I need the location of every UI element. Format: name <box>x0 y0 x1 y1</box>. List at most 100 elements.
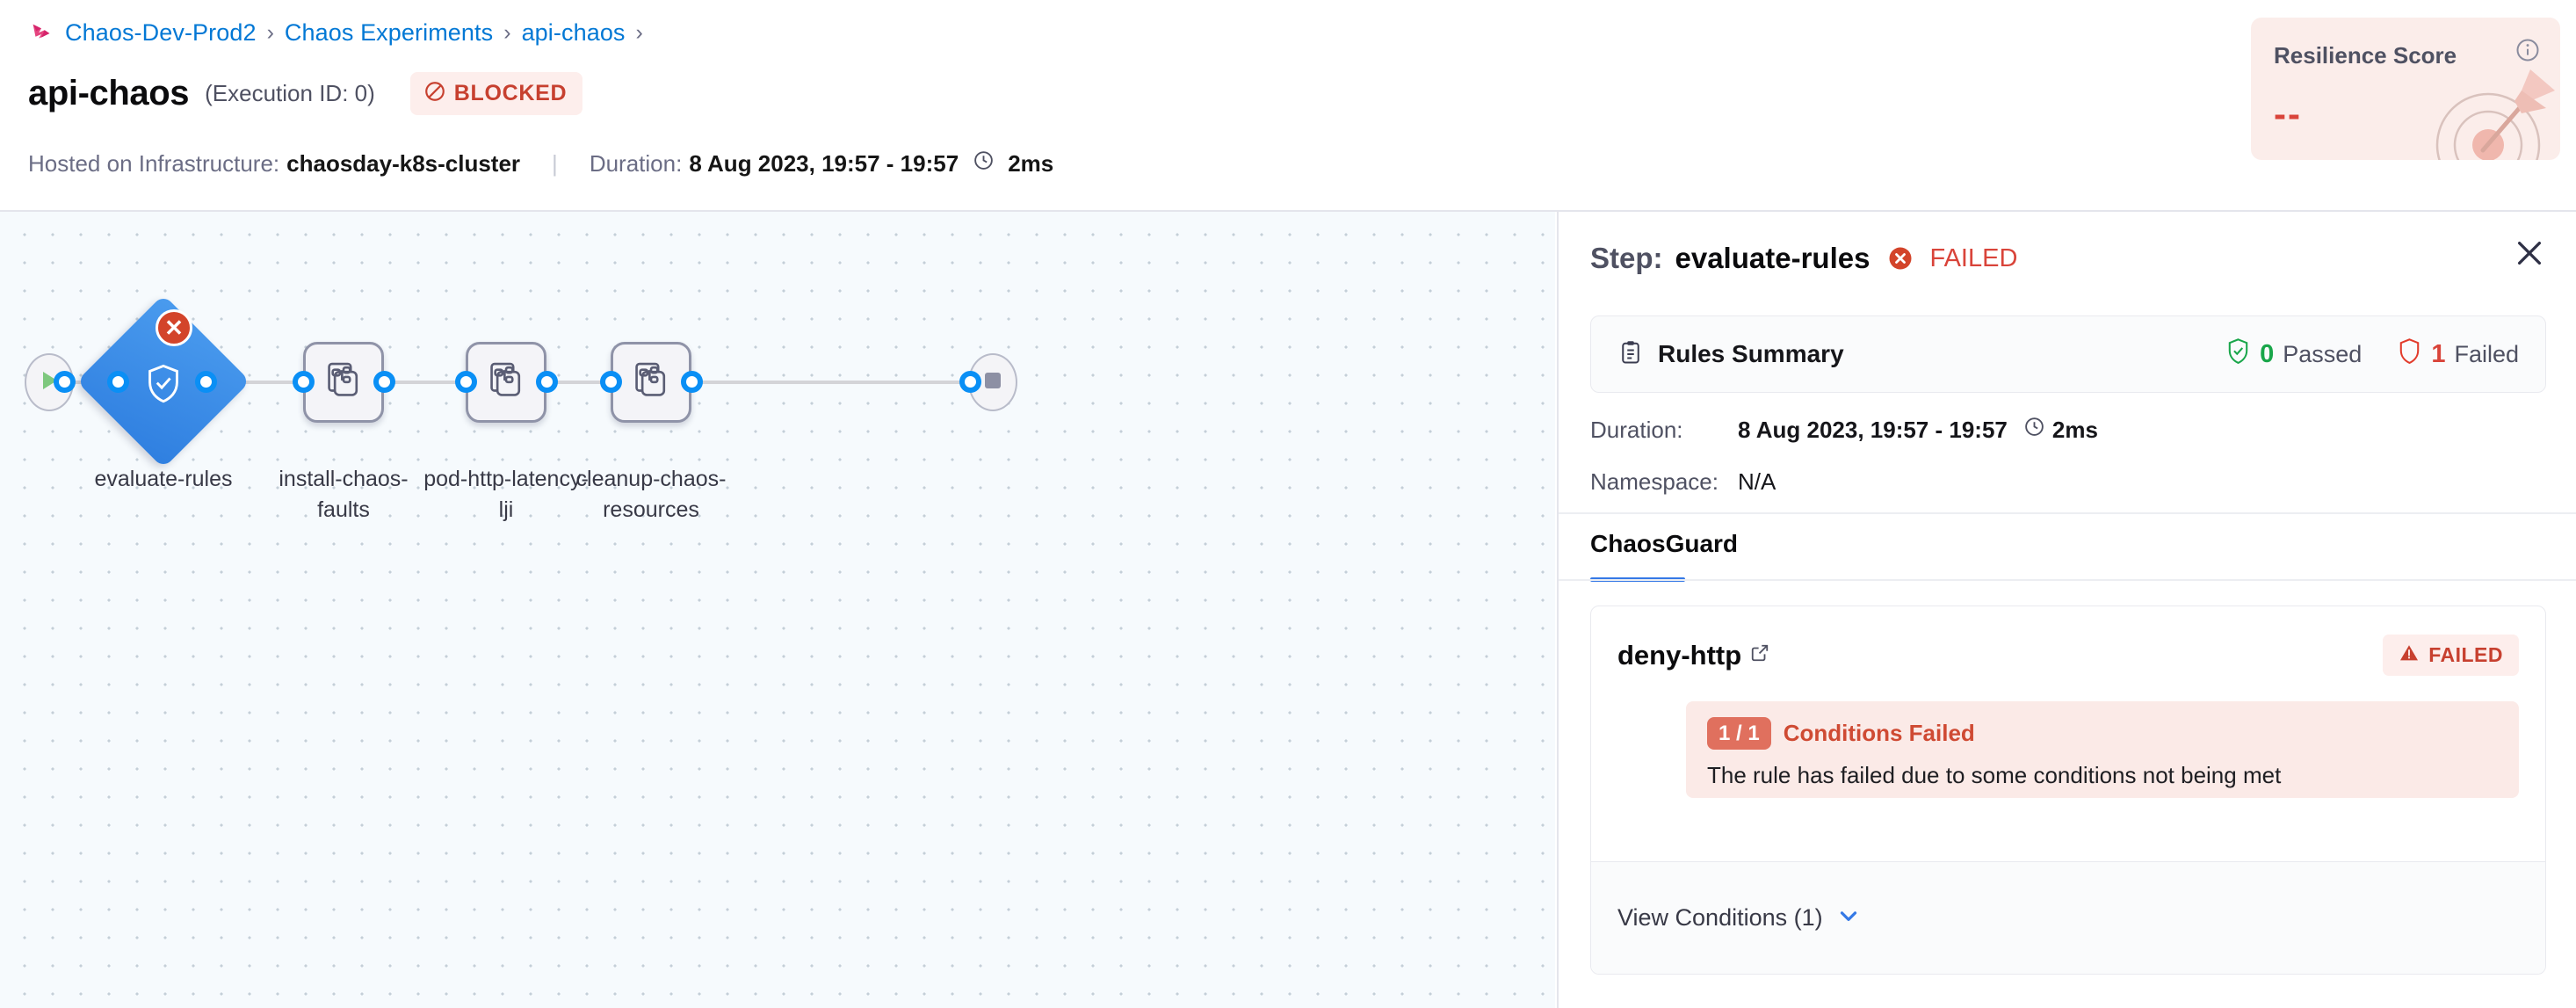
x-circle-icon <box>1887 245 1914 272</box>
panel-step-name: evaluate-rules <box>1675 242 1870 274</box>
title-row: api-chaos (Execution ID: 0) BLOCKED <box>28 72 583 115</box>
breadcrumb-item-2[interactable]: api-chaos <box>521 19 626 46</box>
resilience-score-title: Resilience Score <box>2274 42 2457 69</box>
execution-id: (Execution ID: 0) <box>205 80 375 106</box>
resilience-score-card: Resilience Score -- <box>2251 18 2560 160</box>
conditions-count-pill: 1 / 1 <box>1707 717 1771 751</box>
install-chaos-faults-input-port[interactable] <box>293 371 315 393</box>
panel-namespace-label: Namespace: <box>1590 468 1719 495</box>
edge-install-to-pod <box>334 381 536 384</box>
panel-status-label: FAILED <box>1929 243 2018 272</box>
label-line-2: lji <box>498 497 514 522</box>
breadcrumb-item-0[interactable]: Chaos-Dev-Prod2 <box>65 19 257 46</box>
conditions-failed-header: 1 / 1 Conditions Failed <box>1707 717 2498 751</box>
infra-value: chaosday-k8s-cluster <box>286 149 521 177</box>
chaos-cards-icon <box>323 360 364 405</box>
status-badge-blocked: BLOCKED <box>409 72 583 115</box>
rules-summary-label: Rules Summary <box>1658 340 1844 367</box>
rules-summary-card: Rules Summary 0 Passed <box>1590 315 2546 393</box>
panel-tabs: ChaosGuard <box>1559 512 2576 582</box>
start-node-output-port[interactable] <box>54 371 76 393</box>
header-divider <box>0 210 2576 212</box>
resilience-score-value: -- <box>2274 93 2302 134</box>
cleanup-chaos-resources-input-port[interactable] <box>600 371 622 393</box>
tabs-divider <box>1559 579 2576 581</box>
rule-header: deny-http FAILED <box>1617 635 2519 676</box>
breadcrumb-separator: › <box>266 20 274 45</box>
rule-name[interactable]: deny-http <box>1617 639 1742 671</box>
close-icon[interactable] <box>2511 235 2548 276</box>
status-badge-label: BLOCKED <box>453 81 568 105</box>
node-status-x-circle-icon: ✕ <box>156 309 192 346</box>
shield-check-icon <box>2225 337 2251 372</box>
stop-icon <box>983 371 1002 395</box>
rules-failed-stat: 1 Failed <box>2397 337 2519 372</box>
shield-outline-icon <box>2397 337 2422 372</box>
pod-http-latency-lji-input-port[interactable] <box>455 371 477 393</box>
panel-title-prefix: Step: <box>1590 242 1663 274</box>
rules-failed-count: 1 <box>2431 339 2446 368</box>
pipeline-canvas[interactable]: ✕ evaluate-rules install-chaos- faults <box>0 212 1555 1008</box>
chaos-cards-icon <box>486 360 526 405</box>
rules-failed-label: Failed <box>2454 340 2519 367</box>
no-entry-icon <box>423 80 446 107</box>
panel-duration-value: 2ms <box>2051 416 2098 443</box>
info-icon[interactable] <box>2514 37 2541 68</box>
panel-duration-range: 8 Aug 2023, 19:57 - 19:57 <box>1738 416 2008 443</box>
rule-status-badge: FAILED <box>2383 635 2519 676</box>
label-line-1: install-chaos- <box>279 467 409 491</box>
label-line-2: resources <box>603 497 699 522</box>
execution-meta: Hosted on Infrastructure: chaosday-k8s-c… <box>28 149 1053 178</box>
conditions-failed-box: 1 / 1 Conditions Failed The rule has fai… <box>1686 701 2519 798</box>
harness-logo-icon <box>28 20 54 47</box>
rule-card-divider <box>1591 861 2545 863</box>
rule-status-label: FAILED <box>2428 643 2503 666</box>
target-dart-icon <box>2390 50 2560 160</box>
cleanup-chaos-resources-output-port[interactable] <box>681 371 703 393</box>
play-icon <box>39 369 60 396</box>
rules-summary-left: Rules Summary <box>1617 339 1844 370</box>
label-line-1: pod-http-latency- <box>423 467 589 491</box>
node-label-cleanup-chaos-resources: cleanup-chaos- resources <box>537 464 765 525</box>
label-line-1: cleanup-chaos- <box>575 467 727 491</box>
edge-evaluate-to-install <box>204 381 380 384</box>
breadcrumb: Chaos-Dev-Prod2 › Chaos Experiments › ap… <box>28 19 643 47</box>
meta-divider: | <box>552 149 558 177</box>
clock-icon <box>2023 416 2045 444</box>
panel-duration-row: Duration: 8 Aug 2023, 19:57 - 19:57 2ms <box>1590 416 2098 444</box>
chaosguard-rule-card: deny-http FAILED <box>1590 606 2546 975</box>
panel-namespace-row: Namespace: N/A <box>1590 468 1776 496</box>
infra-label: Hosted on Infrastructure: <box>28 149 280 177</box>
end-node-input-port[interactable] <box>959 371 981 393</box>
warning-triangle-icon <box>2399 642 2420 668</box>
step-detail-panel: Step: evaluate-rules FAILED <box>1557 212 2576 1008</box>
node-pod-http-latency-lji[interactable] <box>466 342 546 423</box>
rules-summary-stats: 0 Passed 1 Failed <box>2225 337 2519 372</box>
conditions-failed-description: The rule has failed due to some conditio… <box>1707 762 2282 789</box>
chevron-down-icon[interactable] <box>1835 903 1862 933</box>
node-label-pod-http-latency-lji: pod-http-latency- lji <box>392 464 620 525</box>
view-conditions-toggle[interactable]: View Conditions (1) <box>1591 862 2545 974</box>
view-conditions-label: View Conditions (1) <box>1617 904 1823 931</box>
breadcrumb-separator: › <box>503 20 511 45</box>
panel-duration-value-wrap: 2ms <box>2023 416 2098 444</box>
rules-passed-label: Passed <box>2283 340 2363 367</box>
node-cleanup-chaos-resources[interactable] <box>611 342 691 423</box>
external-link-icon[interactable] <box>1750 643 1769 667</box>
evaluate-rules-output-port[interactable] <box>195 371 217 393</box>
duration-range: 8 Aug 2023, 19:57 - 19:57 <box>689 149 959 177</box>
rules-passed-count: 0 <box>2260 339 2275 368</box>
node-install-chaos-faults[interactable] <box>303 342 384 423</box>
breadcrumb-separator-trailing: › <box>635 20 643 45</box>
node-label-install-chaos-faults: install-chaos- faults <box>229 464 458 525</box>
evaluate-rules-input-port[interactable] <box>107 371 129 393</box>
rules-passed-stat: 0 Passed <box>2225 337 2362 372</box>
chaos-cards-icon <box>631 360 671 405</box>
edge-cleanup-to-end <box>622 381 965 384</box>
edge-pod-to-cleanup <box>476 381 678 384</box>
tab-chaosguard[interactable]: ChaosGuard <box>1590 530 1739 557</box>
breadcrumb-item-1[interactable]: Chaos Experiments <box>284 19 494 46</box>
pod-http-latency-lji-output-port[interactable] <box>536 371 558 393</box>
duration-label: Duration: <box>589 149 683 177</box>
install-chaos-faults-output-port[interactable] <box>373 371 395 393</box>
